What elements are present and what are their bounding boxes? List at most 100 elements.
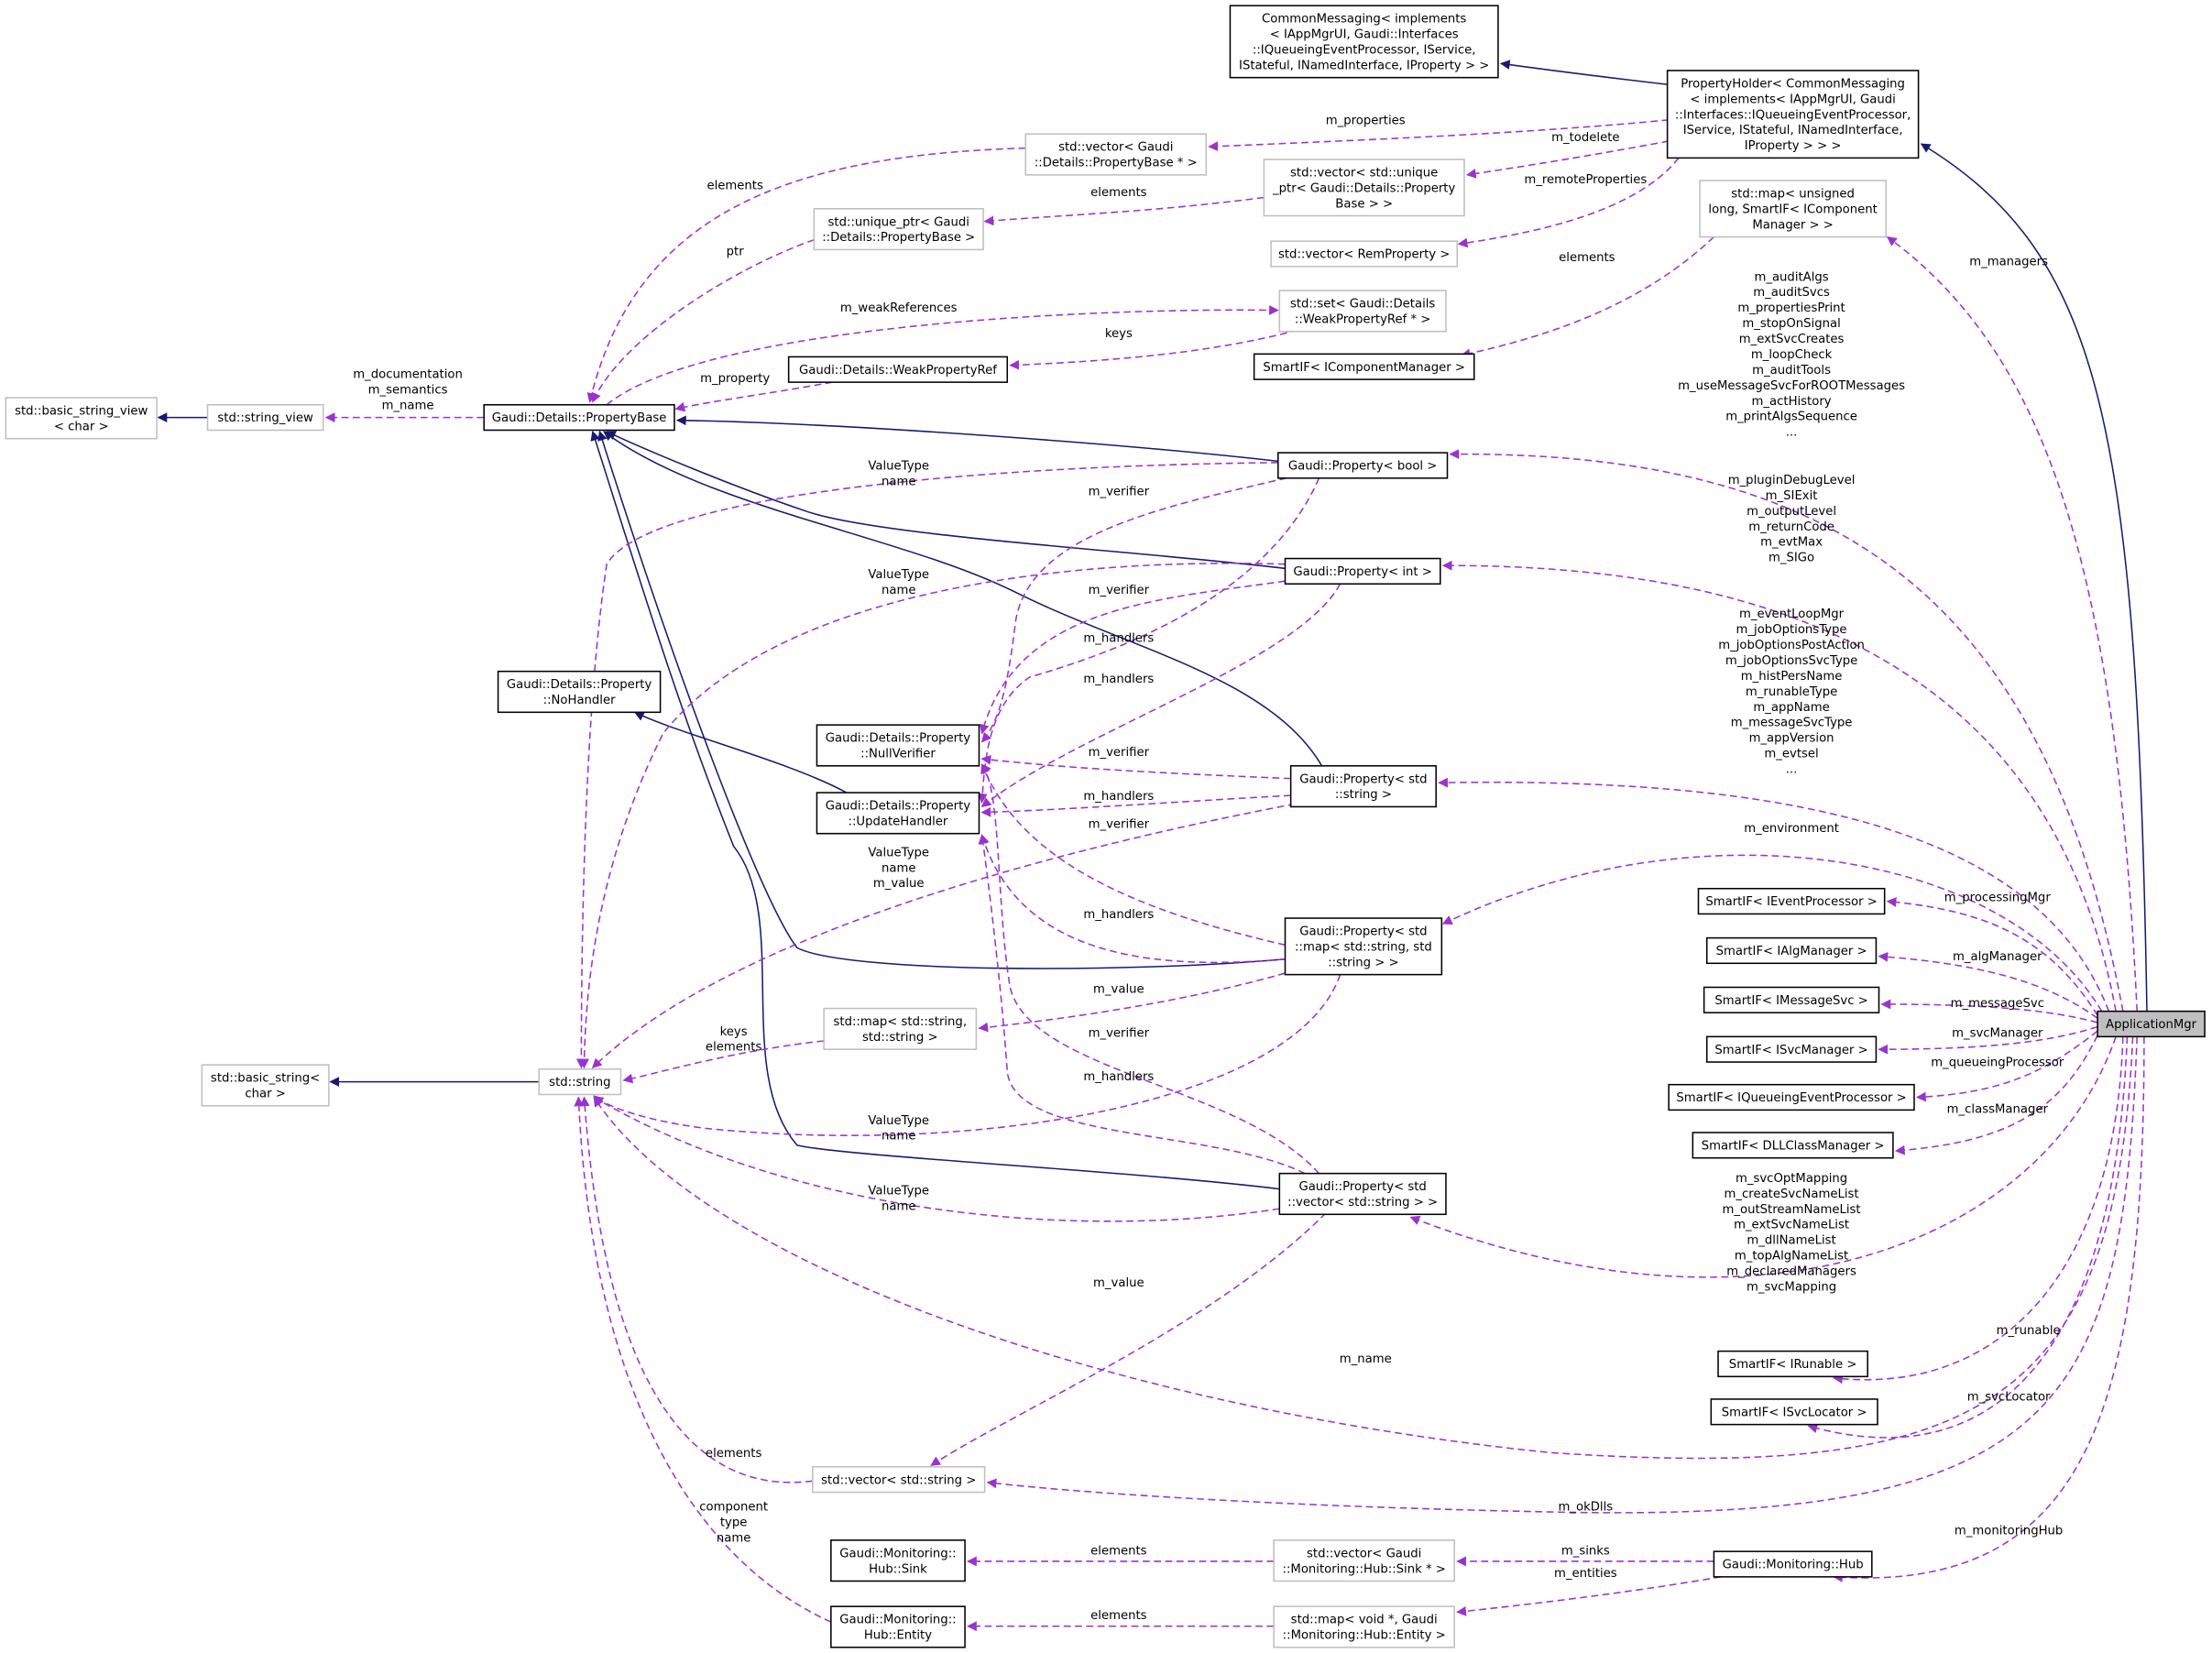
class-node-vecString[interactable]: std::vector< std::string > [812, 1466, 986, 1494]
class-node-smartQueueing[interactable]: SmartIF< IQueueingEventProcessor > [1668, 1083, 1915, 1111]
class-node-nullVerifier[interactable]: Gaudi::Details::Property::NullVerifier [816, 724, 980, 767]
class-node-hub[interactable]: Gaudi::Monitoring::Hub [1713, 1550, 1873, 1578]
node-label: ::map< std::string, std [1295, 940, 1432, 954]
node-label: SmartIF< IComponentManager > [1263, 361, 1465, 375]
usage-edge-vecString-to-stdString [579, 1096, 813, 1483]
class-node-propertyHolder[interactable]: PropertyHolder< CommonMessaging< impleme… [1666, 70, 1920, 159]
class-node-vecRemProp[interactable]: std::vector< RemProperty > [1270, 240, 1459, 268]
node-box [816, 792, 980, 835]
class-node-smartRunable[interactable]: SmartIF< IRunable > [1717, 1350, 1868, 1378]
class-node-noHandler[interactable]: Gaudi::Details::Property::NoHandler [497, 670, 662, 714]
node-box [1697, 887, 1886, 915]
class-node-smartMsgSvc[interactable]: SmartIF< IMessageSvc > [1703, 986, 1880, 1013]
usage-edge-propString-to-nullVerifier [980, 754, 1291, 780]
class-node-propertyBase[interactable]: Gaudi::Details::PropertyBase [483, 403, 675, 432]
node-label: ::string > > [1328, 956, 1398, 969]
node-box [1705, 936, 1878, 965]
edge-label: elements [706, 1041, 762, 1055]
node-box [1273, 1605, 1455, 1648]
edge-label: m_histPersName [1741, 670, 1843, 684]
usage-edge-appMgr-to-propVector [1409, 1036, 2117, 1278]
class-node-basicString[interactable]: std::basic_string<char > [201, 1064, 330, 1107]
class-node-setWeakRef[interactable]: std::set< Gaudi::Details::WeakPropertyRe… [1278, 290, 1447, 333]
class-node-appMgr[interactable]: ApplicationMgr [2097, 1010, 2206, 1038]
class-node-smartEventProc[interactable]: SmartIF< IEventProcessor > [1697, 887, 1886, 915]
edge-label: m_sinks [1561, 1544, 1610, 1558]
edge-label: m_messageSvcType [1731, 717, 1853, 730]
class-node-propInt[interactable]: Gaudi::Property< int > [1284, 557, 1441, 586]
node-box [5, 397, 158, 440]
node-label: Gaudi::Details::Property [826, 800, 971, 814]
usage-edge-propVector-to-vecString [930, 1212, 1327, 1466]
usage-edge-appMgr-to-hub [1833, 1036, 2145, 1582]
class-node-propString[interactable]: Gaudi::Property< std::string > [1289, 765, 1437, 808]
node-label: std::unique_ptr< Gaudi [828, 215, 969, 229]
node-label: std::set< Gaudi::Details [1290, 298, 1435, 312]
inheritance-edge-propertyHolder-to-commonMessaging [1499, 60, 1670, 86]
class-node-basicStringView[interactable]: std::basic_string_view< char > [5, 397, 158, 440]
class-node-vecSink[interactable]: std::vector< Gaudi::Monitoring::Hub::Sin… [1273, 1539, 1455, 1582]
class-node-mapSS[interactable]: std::map< std::string,std::string > [823, 1007, 978, 1050]
usage-edge-propBool-to-nullVerifier [980, 477, 1287, 743]
class-node-smartDll[interactable]: SmartIF< DLLClassManager > [1692, 1132, 1894, 1159]
edge-label: elements [1090, 1609, 1147, 1623]
node-box [1024, 133, 1208, 176]
node-box [816, 724, 980, 767]
class-node-updateHandler[interactable]: Gaudi::Details::Property::UpdateHandler [816, 792, 980, 835]
class-node-hubEntity[interactable]: Gaudi::Monitoring::Hub::Entity [830, 1605, 966, 1648]
class-node-stdString[interactable]: std::string [538, 1067, 622, 1096]
node-label: IStateful, INamedInterface, IProperty > … [1239, 59, 1489, 72]
class-node-hubSink[interactable]: Gaudi::Monitoring::Hub::Sink [830, 1539, 966, 1582]
node-label: SmartIF< IRunable > [1729, 1358, 1857, 1372]
node-label: std::map< std::string, [834, 1015, 968, 1029]
class-node-weakRef[interactable]: Gaudi::Details::WeakPropertyRef [787, 356, 1009, 383]
node-label: Hub::Entity [864, 1629, 932, 1643]
usage-edge-propMap-to-stdString [593, 974, 1341, 1136]
node-box [1277, 452, 1449, 479]
usage-edge-uniquePtr-to-propertyBase [591, 238, 815, 403]
edge-label: m_pluginDebugLevel [1728, 474, 1856, 487]
node-box [1289, 765, 1437, 808]
edge-label: m_svcOptMapping [1736, 1172, 1847, 1186]
class-node-propMap[interactable]: Gaudi::Property< std::map< std::string, … [1284, 917, 1443, 976]
edge-label: ... [1786, 426, 1798, 440]
edge-label: ValueType [868, 568, 929, 582]
node-box [1713, 1550, 1873, 1578]
class-node-uniquePtr[interactable]: std::unique_ptr< Gaudi::Details::Propert… [813, 208, 984, 251]
usage-edge-appMgr-to-smartAlgMgr [1878, 951, 2098, 1019]
node-label: std::map< void *, Gaudi [1291, 1614, 1438, 1627]
class-node-stringView[interactable]: std::string_view [206, 403, 324, 432]
usage-edge-appMgr-to-stdString [593, 1036, 2134, 1460]
node-label: ApplicationMgr [2106, 1018, 2197, 1032]
class-node-commonMessaging[interactable]: CommonMessaging< implements< IAppMgrUI, … [1229, 5, 1499, 79]
node-box [813, 208, 984, 251]
class-node-vecUniquePtr[interactable]: std::vector< std::unique_ptr< Gaudi::Det… [1263, 159, 1465, 217]
edge-label: elements [706, 179, 763, 192]
node-label: SmartIF< IQueueingEventProcessor > [1676, 1091, 1906, 1105]
edge-label: m_handlers [1083, 673, 1154, 686]
class-node-propBool[interactable]: Gaudi::Property< bool > [1277, 452, 1449, 479]
class-node-propVector[interactable]: Gaudi::Property< std::vector< std::strin… [1278, 1172, 1447, 1216]
class-node-smartSvcMgr[interactable]: SmartIF< ISvcManager > [1705, 1035, 1878, 1063]
node-label: PropertyHolder< CommonMessaging [1681, 77, 1905, 91]
node-label: ::WeakPropertyRef * > [1295, 312, 1430, 326]
edge-label: m_auditAlgs [1754, 270, 1828, 284]
node-label: < IAppMgrUI, Gaudi::Interfaces [1270, 28, 1459, 42]
usage-edge-hub-to-mapEntity [1456, 1576, 1722, 1616]
node-box [1705, 1035, 1878, 1063]
edge-label: m_value [1093, 1276, 1144, 1290]
edge-label: m_monitoringHub [1955, 1525, 2063, 1538]
node-box [1717, 1350, 1868, 1378]
node-label: SmartIF< IAlgManager > [1716, 945, 1867, 958]
usage-edge-appMgr-to-smartDll [1894, 1034, 2098, 1155]
class-node-smartSvcLocator[interactable]: SmartIF< ISvcLocator > [1710, 1398, 1878, 1426]
class-node-smartAlgMgr[interactable]: SmartIF< IAlgManager > [1705, 936, 1878, 965]
edge-label: m_messageSvc [1951, 997, 2044, 1011]
class-node-mapEntity[interactable]: std::map< void *, Gaudi::Monitoring::Hub… [1273, 1605, 1455, 1648]
class-node-smartCompMgr[interactable]: SmartIF< IComponentManager > [1253, 353, 1475, 380]
usage-edge-propMap-to-nullVerifier [980, 763, 1286, 947]
class-node-vecPropBase[interactable]: std::vector< Gaudi::Details::PropertyBas… [1024, 133, 1208, 176]
inheritance-edge-appMgr-to-propertyHolder [1920, 143, 2148, 1012]
